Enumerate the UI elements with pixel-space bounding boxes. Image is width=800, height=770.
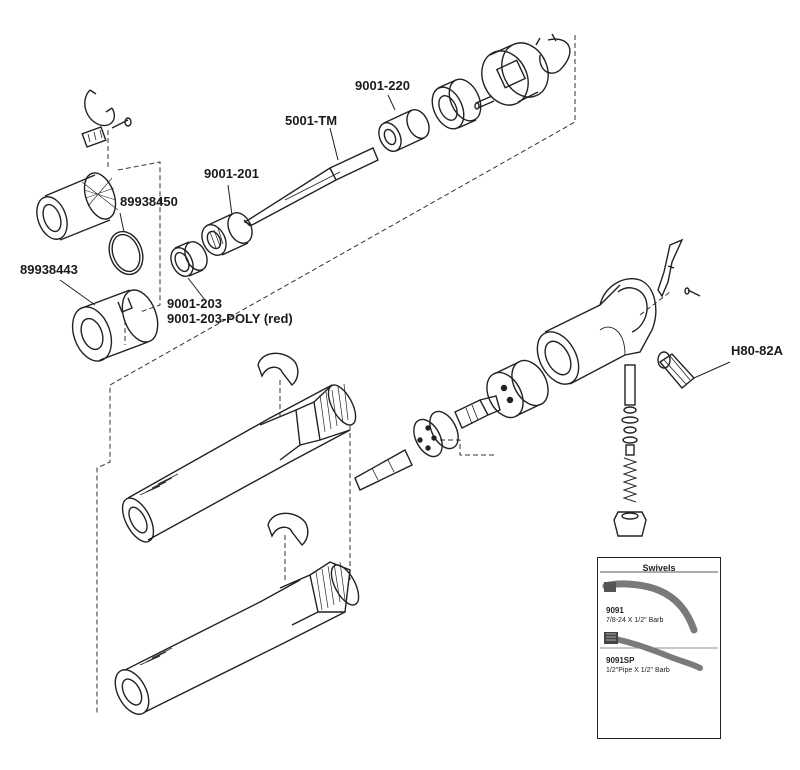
bearing-icon [413,410,459,458]
label-5001-tm: 5001-TM [285,113,338,128]
retaining-ring-89938450-icon [108,230,144,276]
leader-9001-201 [227,184,233,216]
latch-piece-icon [81,117,132,148]
swivel-9091-description: 7/8-24 X 1/2" Barb [606,617,664,624]
swivels-drawing [600,571,718,671]
swivel-9091sp-description: 1/2"Pipe X 1/2" Barb [606,667,670,674]
leader-89938443 [59,279,96,306]
swivels-inset-box: Swivels 9091 7/8-24 X 1/2" Barb 9091SP 1… [597,557,721,739]
leader-h80-82a [693,361,731,379]
swivel-9091-part: 9091 [606,606,624,615]
inlet-fitting-h80-82a-icon [657,351,696,389]
sleeve-89938443-icon [71,289,159,362]
lower-clip-icon [267,512,309,547]
valve-spool-icon [454,395,501,429]
ring-9001-203-icon [170,241,208,277]
top-snap-ring-icon [535,33,571,74]
label-h80-82a: H80-82A [731,343,784,358]
bushing-9001-220-icon [378,109,430,152]
nozzle-icon [354,449,413,491]
label-9001-201: 9001-201 [204,166,259,181]
swivel-9091sp-icon [604,632,703,671]
upper-barrel-icon [121,383,357,543]
handle-housing-icon [536,278,657,385]
wire-clip-icon [84,89,116,127]
leader-5001-tm [329,127,339,161]
label-9001-203-poly: 9001-203-POLY (red) [167,311,293,326]
label-9001-220: 9001-220 [355,78,410,93]
knurled-collet-icon [36,172,119,241]
lower-barrel-icon [114,561,360,715]
leader-89938450 [119,212,125,233]
retainer-sleeve-icon [481,42,549,106]
upper-clip-icon [257,352,299,387]
cylinder-icon [486,359,549,419]
leader-9001-203 [187,277,206,301]
swivels-title: Swivels [642,563,676,573]
small-pin-icon [474,95,495,110]
label-89938450: 89938450 [120,194,178,209]
throttle-valve-stack-icon [613,364,647,537]
bushing-9001-201-icon [201,212,253,256]
leader-9001-220 [387,94,396,111]
swivel-9091-icon [602,580,698,634]
collar-icon [431,78,482,130]
dashed-guide-lines [96,35,671,715]
label-89938443: 89938443 [20,262,78,277]
chisel-5001-tm-icon [243,147,379,227]
label-9001-203: 9001-203 [167,296,222,311]
swivel-9091sp-part: 9091SP [606,656,635,665]
trigger-lever-icon [657,238,701,298]
